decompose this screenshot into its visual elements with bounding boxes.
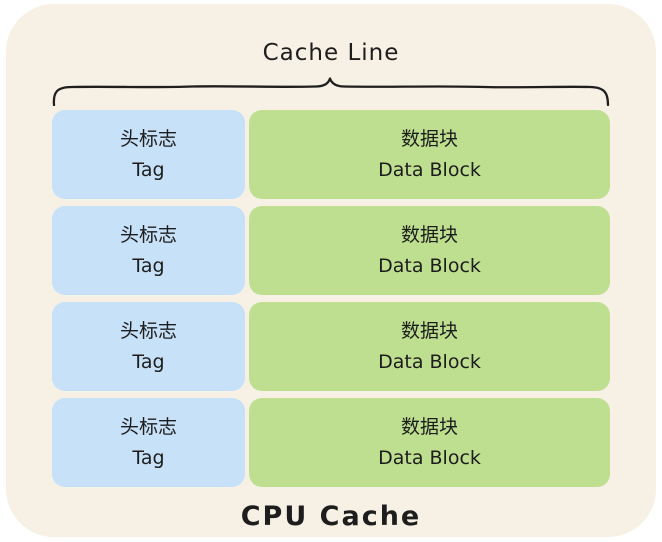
tag-label-zh: 头标志	[119, 415, 177, 438]
cache-line-title: Cache Line	[262, 40, 400, 66]
cache-row: 头标志 Tag 数据块 Data Block	[52, 110, 610, 199]
data-block-label-zh: 数据块	[400, 415, 458, 438]
tag-label-zh: 头标志	[119, 319, 177, 342]
cpu-cache-container: Cache Line 头标志 Tag 数据块 Data Block	[6, 4, 656, 537]
tag-label-en: Tag	[132, 158, 165, 181]
cache-row: 头标志 Tag 数据块 Data Block	[52, 302, 610, 391]
tag-box: 头标志 Tag	[52, 110, 245, 199]
tag-box: 头标志 Tag	[52, 398, 245, 487]
cache-rows: 头标志 Tag 数据块 Data Block 头标志 Tag 数据块	[52, 110, 610, 487]
tag-label-en: Tag	[132, 254, 165, 277]
data-block-label-en: Data Block	[378, 446, 481, 469]
data-block-label-zh: 数据块	[400, 319, 458, 342]
tag-label-en: Tag	[132, 350, 165, 373]
data-block-label-en: Data Block	[378, 158, 481, 181]
data-block-box: 数据块 Data Block	[249, 206, 610, 295]
tag-label-en: Tag	[132, 446, 165, 469]
cache-row: 头标志 Tag 数据块 Data Block	[52, 398, 610, 487]
tag-label-zh: 头标志	[119, 223, 177, 246]
data-block-box: 数据块 Data Block	[249, 110, 610, 199]
tag-label-zh: 头标志	[119, 127, 177, 150]
data-block-box: 数据块 Data Block	[249, 302, 610, 391]
diagram-content: Cache Line 头标志 Tag 数据块 Data Block	[52, 38, 610, 532]
tag-box: 头标志 Tag	[52, 206, 245, 295]
cache-row: 头标志 Tag 数据块 Data Block	[52, 206, 610, 295]
data-block-label-zh: 数据块	[400, 223, 458, 246]
cpu-cache-caption: CPU Cache	[240, 501, 422, 532]
curly-brace-icon	[52, 76, 610, 106]
data-block-box: 数据块 Data Block	[249, 398, 610, 487]
data-block-label-zh: 数据块	[400, 127, 458, 150]
tag-box: 头标志 Tag	[52, 302, 245, 391]
data-block-label-en: Data Block	[378, 254, 481, 277]
data-block-label-en: Data Block	[378, 350, 481, 373]
